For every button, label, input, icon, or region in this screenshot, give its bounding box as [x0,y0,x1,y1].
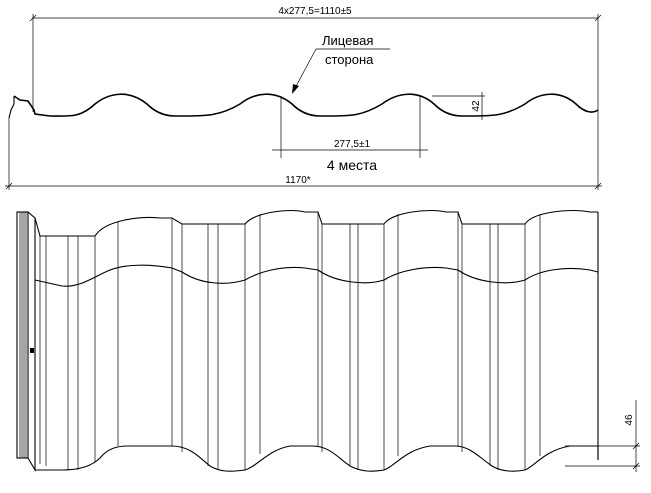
sheet-left-edge-strip [16,211,36,473]
step-height-dimension: 46 [565,400,640,472]
callout-arrowhead [292,84,299,94]
step-height-text: 46 [624,414,635,426]
wave-height-dimension: 42 [432,92,485,120]
plan-longitudinal-lines [39,212,541,470]
face-side-label-line1: Лицевая [322,33,373,48]
wave-pitch-text: 277,5±1 [334,139,371,150]
profile-view: 4x277,5=1110±5 Лицевая сторона 42 277,5±… [5,6,602,190]
plan-step-line [34,264,599,287]
face-side-callout: Лицевая сторона [292,33,390,94]
plan-bottom-edge [35,445,599,472]
profile-wave-line [13,93,599,117]
edge-marker [30,348,34,353]
overall-pitch-dimension: 4x277,5=1110±5 [29,6,602,112]
plan-view: 46 [16,209,640,473]
places-count-text: 4 места [327,157,377,173]
overall-pitch-text: 4x277,5=1110±5 [278,6,352,17]
wave-height-text: 42 [471,100,482,112]
total-width-dimension: 1170* [5,112,602,190]
wave-pitch-dimension: 277,5±1 4 места [272,96,428,173]
total-width-text: 1170* [285,175,311,186]
profile-left-edge [8,96,15,119]
plan-top-edge [34,209,598,237]
face-side-label-line2: сторона [325,52,374,67]
